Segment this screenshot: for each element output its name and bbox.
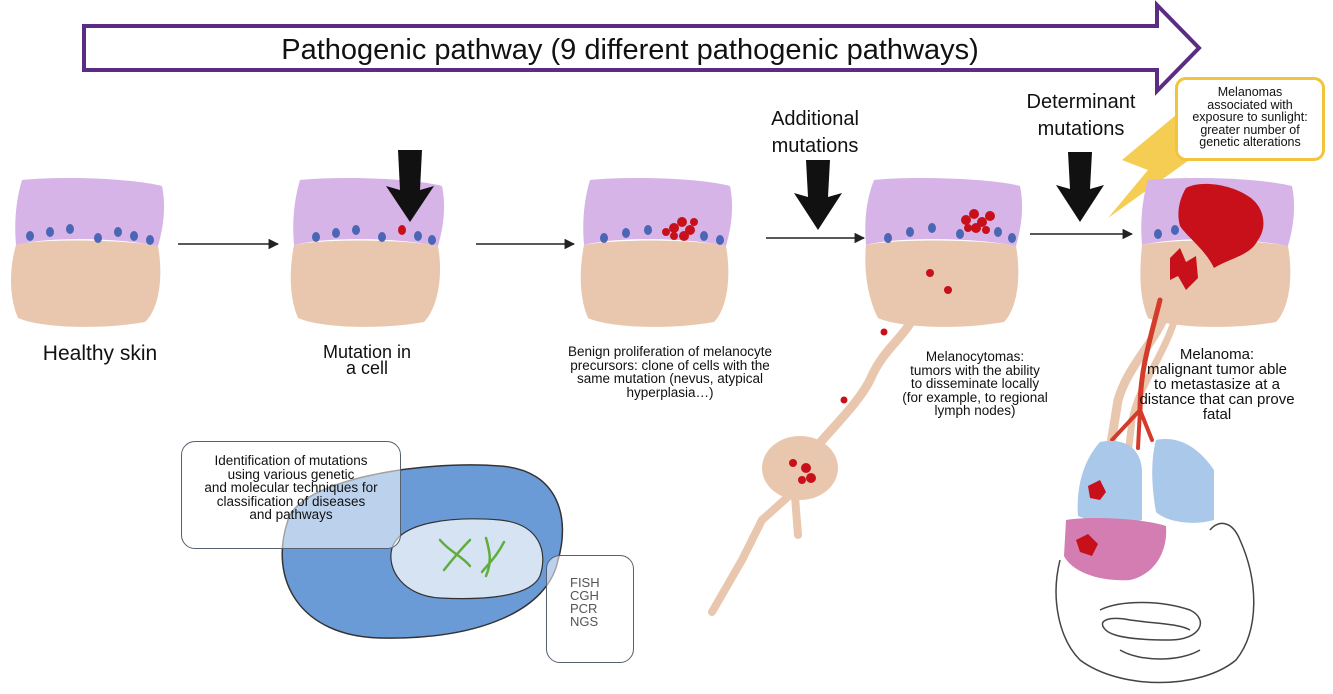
mutant-cell	[398, 225, 406, 235]
determinant-mutations-arrow-icon	[1056, 152, 1104, 222]
techniques-list: FISH CGH PCR NGS	[548, 576, 628, 628]
skin-block-healthy	[11, 178, 165, 327]
skin-block-benign	[580, 178, 733, 327]
metastasis-organs	[1055, 439, 1255, 684]
skin-block-melanoma	[1105, 178, 1295, 459]
pathogenic-pathway-arrow	[82, 0, 1202, 96]
technique-ngs: NGS	[570, 614, 599, 629]
mutation-arrow-icon	[386, 150, 434, 222]
technique-cgh: CGH	[570, 588, 599, 603]
techniques-box	[546, 555, 634, 663]
additional-mutations-arrow-icon	[794, 160, 842, 230]
skin-block-melanocytoma	[708, 178, 1023, 616]
pathogenic-pathway-label: Pathogenic pathway (9 different pathogen…	[281, 34, 979, 66]
stage-label-healthy-skin: Healthy skin	[42, 342, 158, 365]
technique-pcr: PCR	[570, 601, 598, 616]
technique-fish: FISH	[570, 575, 600, 590]
